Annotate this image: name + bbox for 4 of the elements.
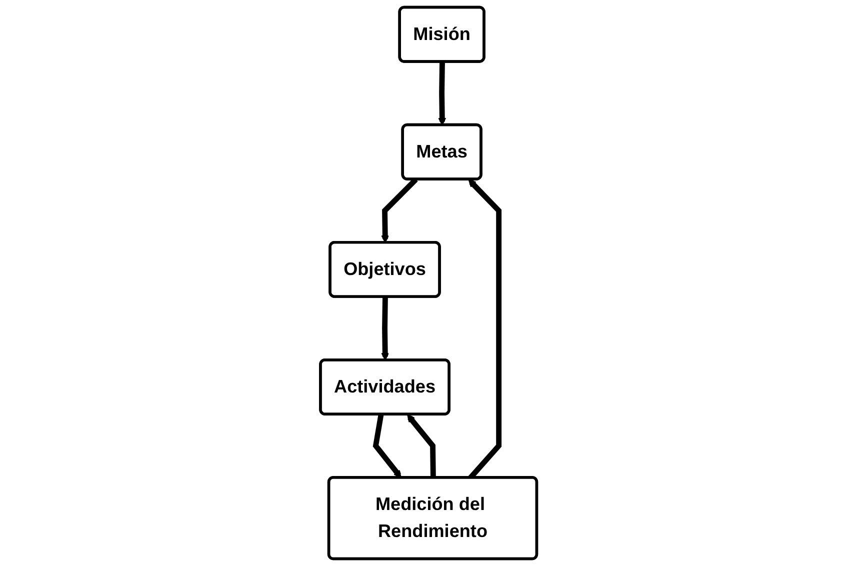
arrow (438, 62, 446, 126)
arrow (381, 296, 389, 361)
arrow (372, 414, 402, 478)
arrow (406, 414, 436, 478)
